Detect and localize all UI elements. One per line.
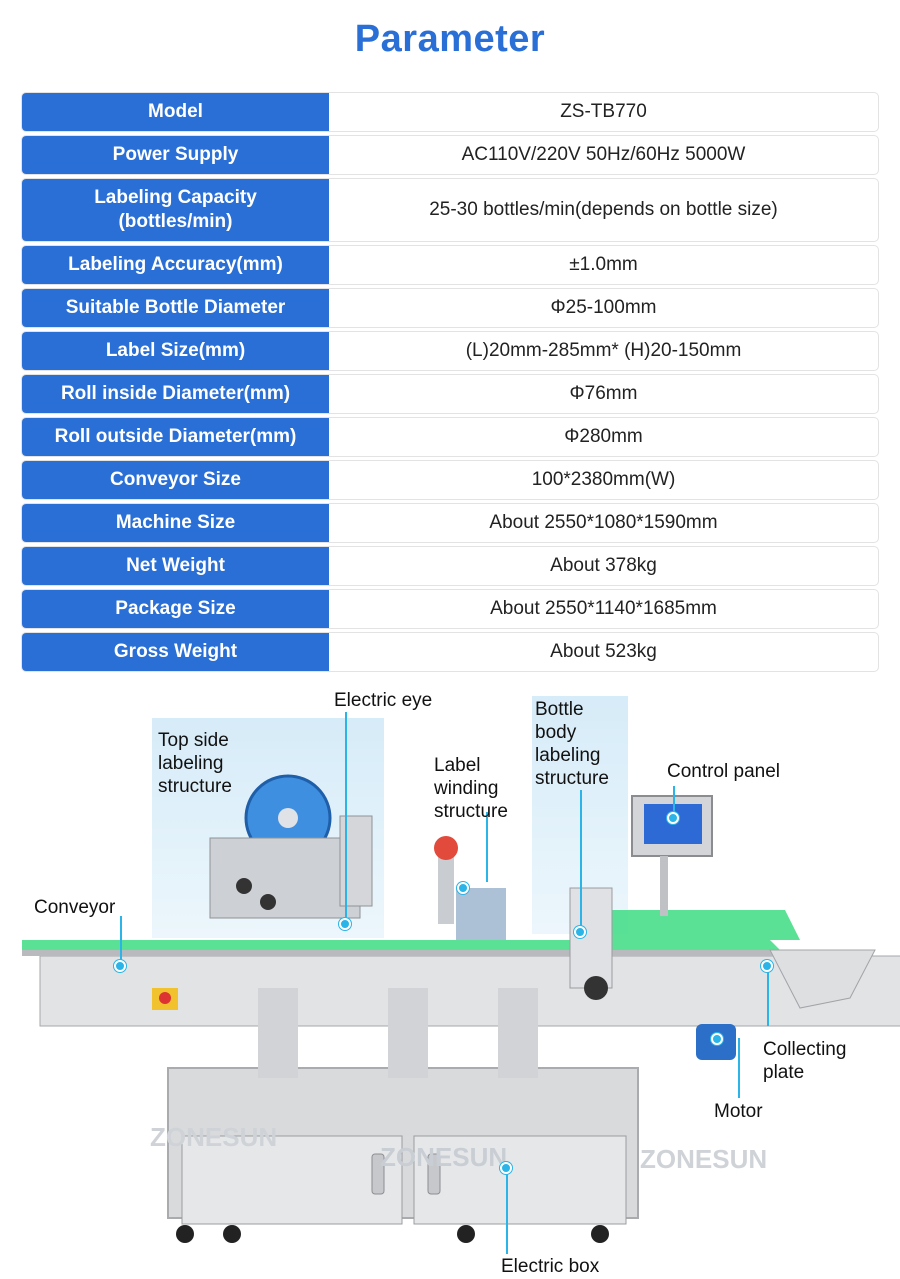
watermark-text: ZONESUN	[380, 1142, 508, 1172]
param-label: Machine Size	[22, 504, 329, 542]
parameter-table: Model ZS-TB770 Power Supply AC110V/220V 50…	[21, 92, 879, 675]
param-label: Conveyor Size	[22, 461, 329, 499]
callout-line	[506, 1168, 508, 1254]
table-row: Model ZS-TB770	[21, 92, 879, 132]
label-collecting-plate: Collecting plate	[763, 1039, 847, 1083]
table-row: Power Supply AC110V/220V 50Hz/60Hz 5000W	[21, 135, 879, 175]
page-title: Parameter	[354, 18, 546, 60]
param-label: Package Size	[22, 590, 329, 628]
label-control-panel: Control panel	[667, 761, 781, 782]
param-label: Roll outside Diameter(mm)	[22, 418, 329, 456]
param-value: Φ76mm	[569, 383, 638, 404]
machine-illustration	[22, 774, 900, 1243]
param-value: (L)20mm-285mm* (H)20-150mm	[465, 340, 742, 361]
table-row: Roll inside Diameter(mm) Φ76mm	[21, 374, 879, 414]
label-electric-box: Electric box	[501, 1256, 600, 1277]
callout-line	[580, 790, 582, 926]
callout-dot	[500, 1162, 512, 1174]
table-row: Package Size About 2550*1140*1685mm	[21, 589, 879, 629]
param-label: Labeling Capacity (bottles/min)	[22, 179, 329, 241]
param-label: Gross Weight	[22, 633, 329, 671]
table-row: Labeling Accuracy(mm) ±1.0mm	[21, 245, 879, 285]
param-value: AC110V/220V 50Hz/60Hz 5000W	[461, 144, 746, 165]
table-row: Labeling Capacity (bottles/min) 25-30 bot…	[21, 178, 879, 242]
callout-line	[738, 1038, 740, 1098]
table-row: Roll outside Diameter(mm) Φ280mm	[21, 417, 879, 457]
param-value: ZS-TB770	[560, 101, 647, 122]
param-value: About 2550*1080*1590mm	[489, 512, 718, 533]
table-row: Net Weight About 378kg	[21, 546, 879, 586]
watermark-text: ZONESUN	[150, 1122, 278, 1152]
callout-dot	[667, 812, 679, 824]
param-label: Label Size(mm)	[22, 332, 329, 370]
param-label: Power Supply	[22, 136, 329, 174]
label-electric-eye: Electric eye	[334, 690, 433, 711]
watermark-text: ZONESUN	[640, 1144, 768, 1174]
label-conveyor: Conveyor	[34, 897, 116, 918]
param-value: 25-30 bottles/min(depends on bottle size…	[429, 199, 778, 220]
table-row: Machine Size About 2550*1080*1590mm	[21, 503, 879, 543]
param-value: Φ280mm	[564, 426, 643, 447]
param-label: Roll inside Diameter(mm)	[22, 375, 329, 413]
param-value: About 2550*1140*1685mm	[490, 598, 717, 619]
param-label: Net Weight	[22, 547, 329, 585]
label-motor: Motor	[714, 1101, 763, 1122]
callout-line	[120, 916, 122, 966]
callout-line	[673, 786, 675, 814]
callout-line	[486, 812, 488, 882]
param-value: About 523kg	[550, 641, 657, 662]
label-top-side-structure: Top side labeling structure	[158, 730, 232, 797]
label-label-winding-structure: Label winding structure	[434, 755, 508, 822]
callout-dot	[114, 960, 126, 972]
callout-dot	[574, 926, 586, 938]
callout-line	[345, 712, 347, 924]
table-row: Suitable Bottle Diameter Φ25-100mm	[21, 288, 879, 328]
param-label: Suitable Bottle Diameter	[22, 289, 329, 327]
callout-dot	[339, 918, 351, 930]
callout-dot	[457, 882, 469, 894]
table-row: Conveyor Size 100*2380mm(W)	[21, 460, 879, 500]
param-label: Labeling Accuracy(mm)	[22, 246, 329, 284]
label-bottle-body-structure: Bottle body labeling structure	[535, 699, 609, 789]
callout-dot	[711, 1033, 723, 1045]
param-value: Φ25-100mm	[550, 297, 657, 318]
param-label: Model	[22, 93, 329, 131]
param-value: ±1.0mm	[569, 254, 638, 275]
machine-diagram: ZONESUN ZONESUN ZONESUN Electric eye Top…	[0, 688, 900, 1279]
table-row: Label Size(mm) (L)20mm-285mm* (H)20-150mm	[21, 331, 879, 371]
param-value: About 378kg	[550, 555, 657, 576]
param-value: 100*2380mm(W)	[531, 469, 676, 490]
callout-dot	[761, 960, 773, 972]
callout-line	[767, 968, 769, 1026]
table-row: Gross Weight About 523kg	[21, 632, 879, 672]
